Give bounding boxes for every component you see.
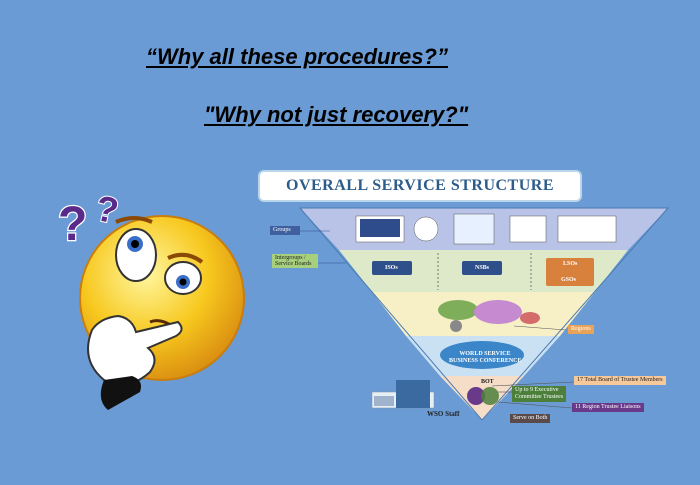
label-groups: Groups (270, 226, 300, 235)
svg-text:?: ? (58, 198, 87, 251)
wso-building-icon (371, 380, 435, 409)
structure-title: OVERALL SERVICE STRUCTURE (258, 170, 582, 202)
label-board-total: 17 Total Board of Trustee Members (574, 376, 666, 385)
label-nsbs: NSBs (475, 265, 490, 271)
label-gsos: GSOs (561, 277, 577, 283)
label-serve-on-both: Serve on Both (510, 414, 551, 423)
label-region-trustees: 11 Region Trustee Liaisons (572, 403, 644, 412)
label-lsos: LSOs (563, 261, 578, 267)
groups-icons (355, 213, 617, 245)
question-marks-icon: ? ? (57, 186, 123, 252)
world-map-icon (438, 300, 540, 332)
thinking-face-icon (79, 215, 245, 410)
label-intergroups: Intergroups /Service Boards (272, 254, 318, 268)
label-regions: Regions (568, 325, 594, 334)
label-wso-staff: WSO Staff (427, 410, 460, 418)
headline-why-procedures: “Why all these procedures?” (146, 44, 448, 69)
label-bot: BOT (481, 379, 494, 385)
label-isos: ISOs (385, 265, 398, 271)
headline-why-recovery: "Why not just recovery?" (204, 102, 469, 127)
